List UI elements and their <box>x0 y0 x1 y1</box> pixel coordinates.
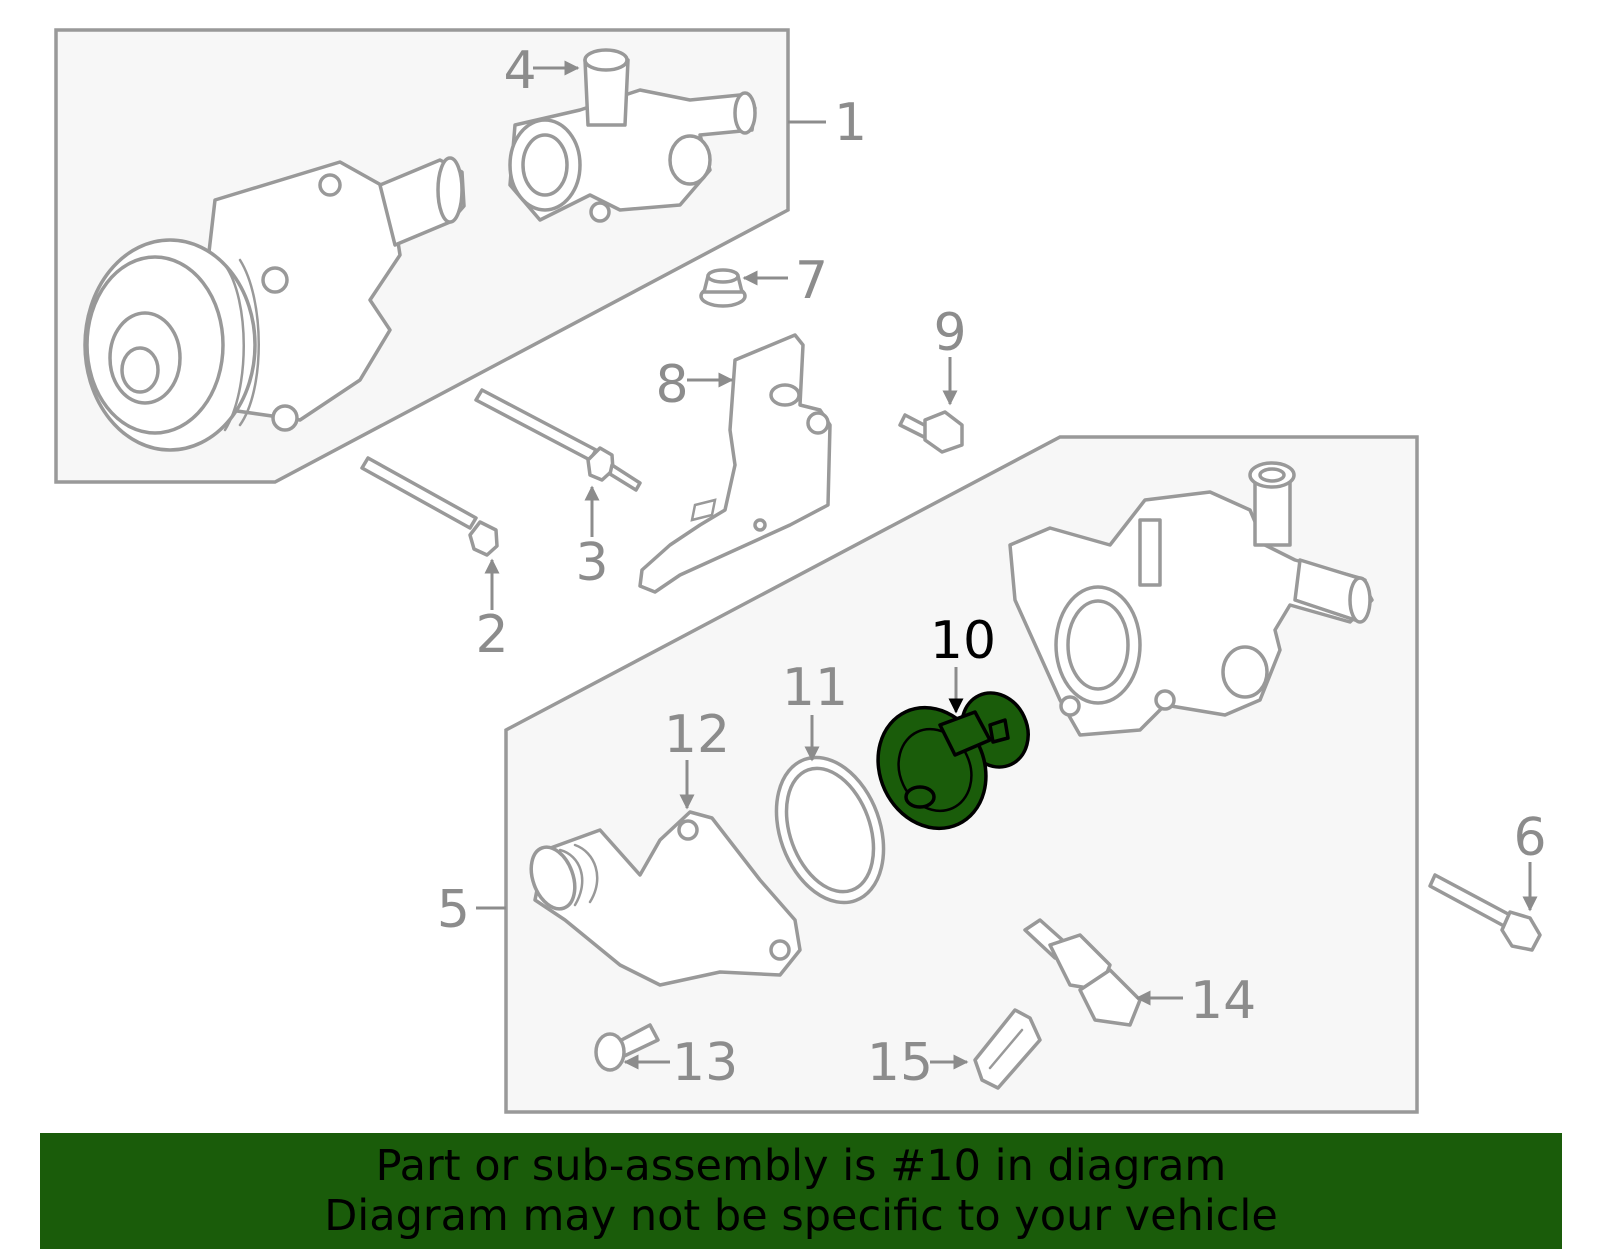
callout-13: 13 <box>672 1033 738 1093</box>
callout-4: 4 <box>503 41 536 101</box>
o-ring-11 <box>774 755 886 905</box>
inlet-pipe-12 <box>529 810 802 987</box>
banner-line-disclaimer: Diagram may not be specific to your vehi… <box>324 1191 1278 1241</box>
thermostat-housing <box>1008 461 1374 737</box>
clip-15 <box>973 1008 1042 1090</box>
screw-13 <box>594 1023 660 1072</box>
callout-14: 14 <box>1190 971 1256 1031</box>
callout-11: 11 <box>782 658 848 718</box>
banner-line-part: Part or sub-assembly is #10 in diagram <box>375 1141 1227 1191</box>
bolt-9 <box>898 410 964 454</box>
callout-12: 12 <box>664 705 730 765</box>
callout-8: 8 <box>655 355 688 415</box>
callout-2: 2 <box>475 605 508 665</box>
water-pump <box>83 156 466 452</box>
callout-5: 5 <box>437 880 470 940</box>
sensor-14 <box>1023 918 1142 1027</box>
callout-15: 15 <box>867 1033 933 1093</box>
callout-6: 6 <box>1513 808 1546 868</box>
info-banner: Part or sub-assembly is #10 in diagram D… <box>40 1133 1562 1249</box>
outlet-housing <box>508 48 757 223</box>
bolt-2 <box>360 456 499 557</box>
callout-9: 9 <box>933 303 966 363</box>
callout-7: 7 <box>795 251 828 311</box>
callout-10: 10 <box>930 611 996 671</box>
bolt-3 <box>474 388 642 492</box>
nut-7 <box>699 268 747 308</box>
callout-3: 3 <box>575 533 608 593</box>
callout-1: 1 <box>834 93 867 153</box>
bolt-6 <box>1428 873 1542 952</box>
thermostat-10 <box>876 691 1030 831</box>
bracket-8 <box>638 333 832 594</box>
